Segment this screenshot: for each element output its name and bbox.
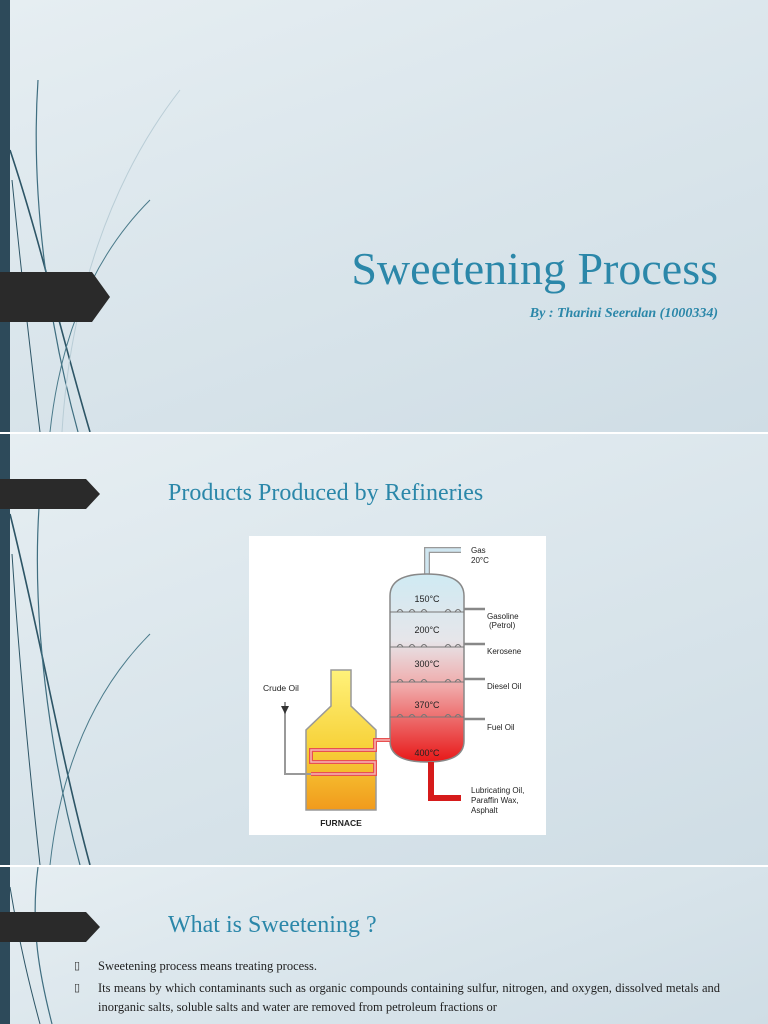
decorative-curves (9, 493, 151, 865)
sweetening-definition-slide: What is Sweetening ? ▯ Sweetening proces… (0, 867, 768, 1024)
gasoline-label: Gasoline (487, 612, 519, 621)
temp-label-150: 150°C (414, 594, 440, 604)
slide-heading: What is Sweetening ? (168, 912, 377, 938)
gas-label: Gas (471, 546, 486, 555)
gas-temp-label: 20°C (471, 556, 489, 565)
arrow-tab (0, 479, 100, 509)
crude-oil-arrow (281, 706, 289, 714)
presentation-author: By : Tharini Seeralan (1000334) (529, 306, 718, 321)
paraffin-wax-label: Paraffin Wax, (471, 796, 519, 805)
left-accent-bar (0, 867, 10, 1024)
decorative-curves (9, 867, 53, 1024)
residue-pipe (428, 762, 461, 801)
petrol-label: (Petrol) (489, 621, 516, 630)
refineries-slide: Products Produced by Refineries (0, 434, 768, 865)
bullet-marker-icon: ▯ (74, 960, 81, 972)
bullet-list: ▯ Sweetening process means treating proc… (74, 957, 720, 1020)
decorative-curves (9, 79, 181, 432)
fuel-oil-label: Fuel Oil (487, 723, 515, 732)
temp-label-200: 200°C (414, 625, 440, 635)
temp-label-400: 400°C (414, 748, 440, 758)
kerosene-label: Kerosene (487, 647, 522, 656)
left-accent-bar (0, 434, 10, 865)
diesel-label: Diesel Oil (487, 682, 521, 691)
arrow-tab (0, 912, 100, 942)
left-accent-bar (0, 0, 10, 432)
furnace (305, 669, 377, 811)
arrow-tab (0, 272, 110, 322)
temp-label-300: 300°C (414, 659, 440, 669)
distillation-diagram: 150°C 200°C 300°C 370°C 400°C Gas 20°C G… (249, 536, 546, 835)
title-slide: Sweetening Process By : Tharini Seeralan… (0, 0, 768, 432)
bullet-marker-icon: ▯ (74, 982, 81, 994)
column-trays (390, 609, 464, 718)
bullet-text: Its means by which contaminants such as … (98, 981, 720, 1014)
furnace-label: FURNACE (320, 818, 362, 828)
asphalt-label: Asphalt (471, 806, 498, 815)
bullet-text: Sweetening process means treating proces… (98, 959, 318, 973)
crude-oil-label: Crude Oil (263, 683, 299, 693)
distillation-column (389, 573, 465, 763)
slide-heading: Products Produced by Refineries (168, 480, 484, 506)
lubricating-oil-label: Lubricating Oil, (471, 786, 524, 795)
presentation-title: Sweetening Process (351, 243, 718, 294)
column-outlets (464, 607, 485, 721)
list-item: ▯ Its means by which contaminants such a… (74, 979, 720, 1017)
gas-pipe (424, 547, 461, 574)
temp-label-370: 370°C (414, 700, 440, 710)
list-item: ▯ Sweetening process means treating proc… (74, 957, 720, 976)
